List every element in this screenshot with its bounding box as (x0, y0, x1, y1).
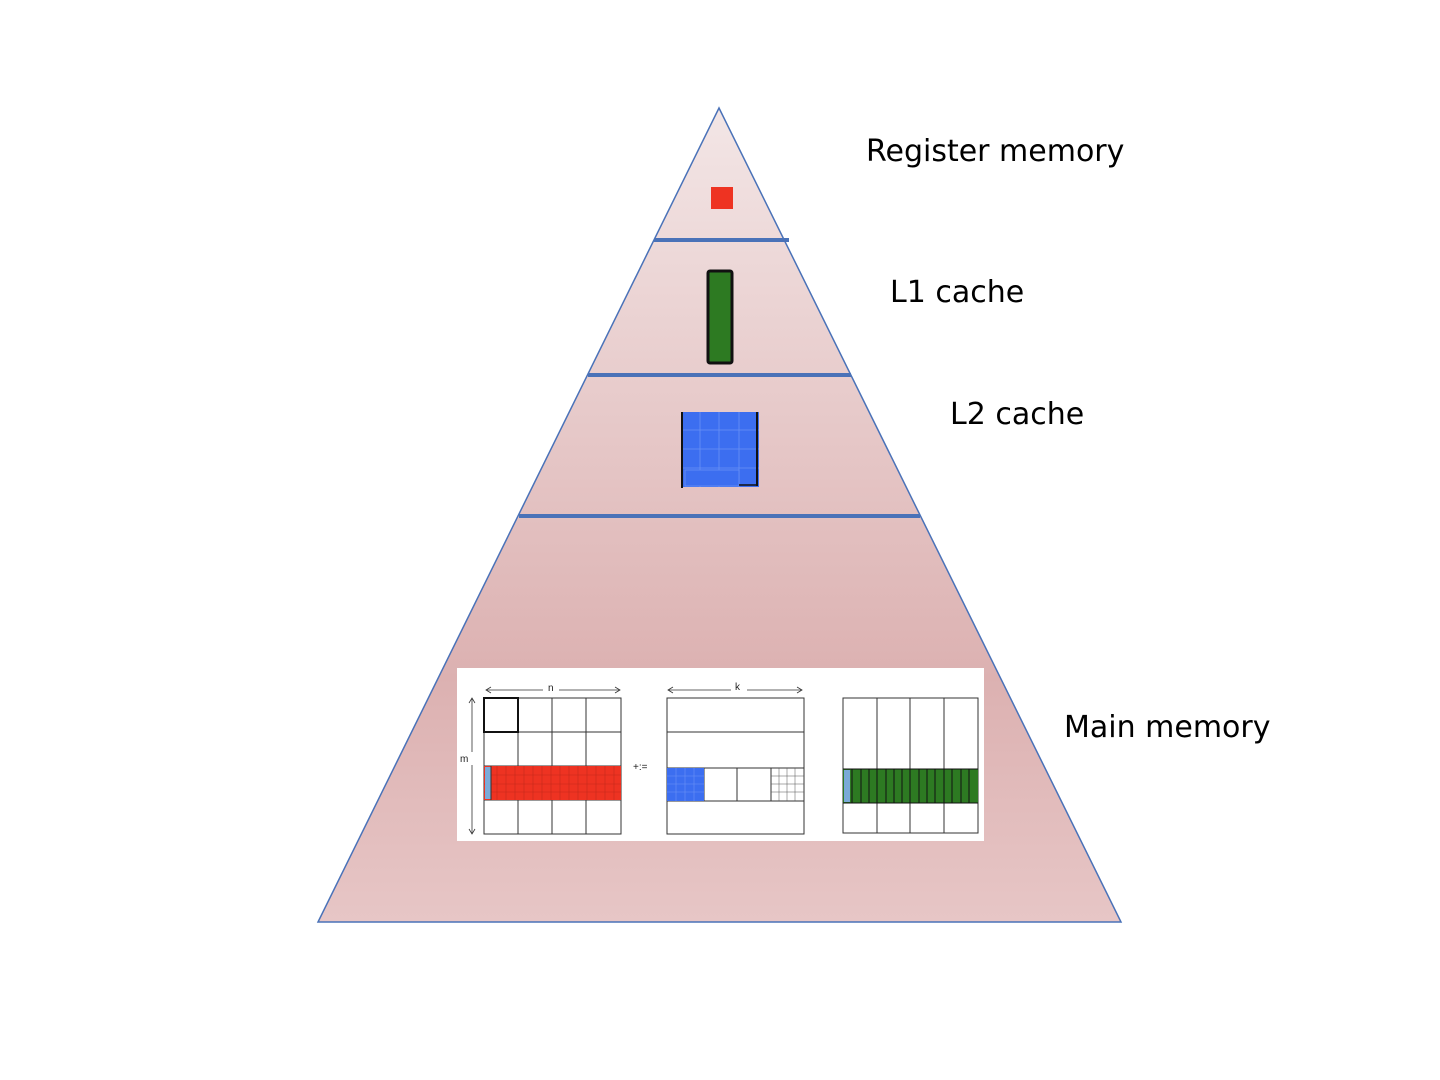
label-main-memory: Main memory (1064, 710, 1271, 745)
matrix-c-width-label: n (548, 683, 554, 694)
matrix-b (842, 697, 979, 834)
label-register-memory: Register memory (866, 134, 1124, 169)
l2-block (681, 412, 759, 488)
matrix-c: n m (458, 682, 622, 835)
register-block (711, 187, 733, 209)
matrix-multiply-illustration: n m (457, 668, 984, 841)
matrix-a-width-label: k (735, 682, 741, 693)
matrix-c-height-label: m (460, 754, 468, 765)
label-l1-cache: L1 cache (890, 275, 1024, 310)
label-l2-cache: L2 cache (950, 397, 1084, 432)
matrix-a: k (666, 681, 805, 835)
operator-label: +:= (633, 762, 648, 773)
l1-block (706, 269, 734, 365)
